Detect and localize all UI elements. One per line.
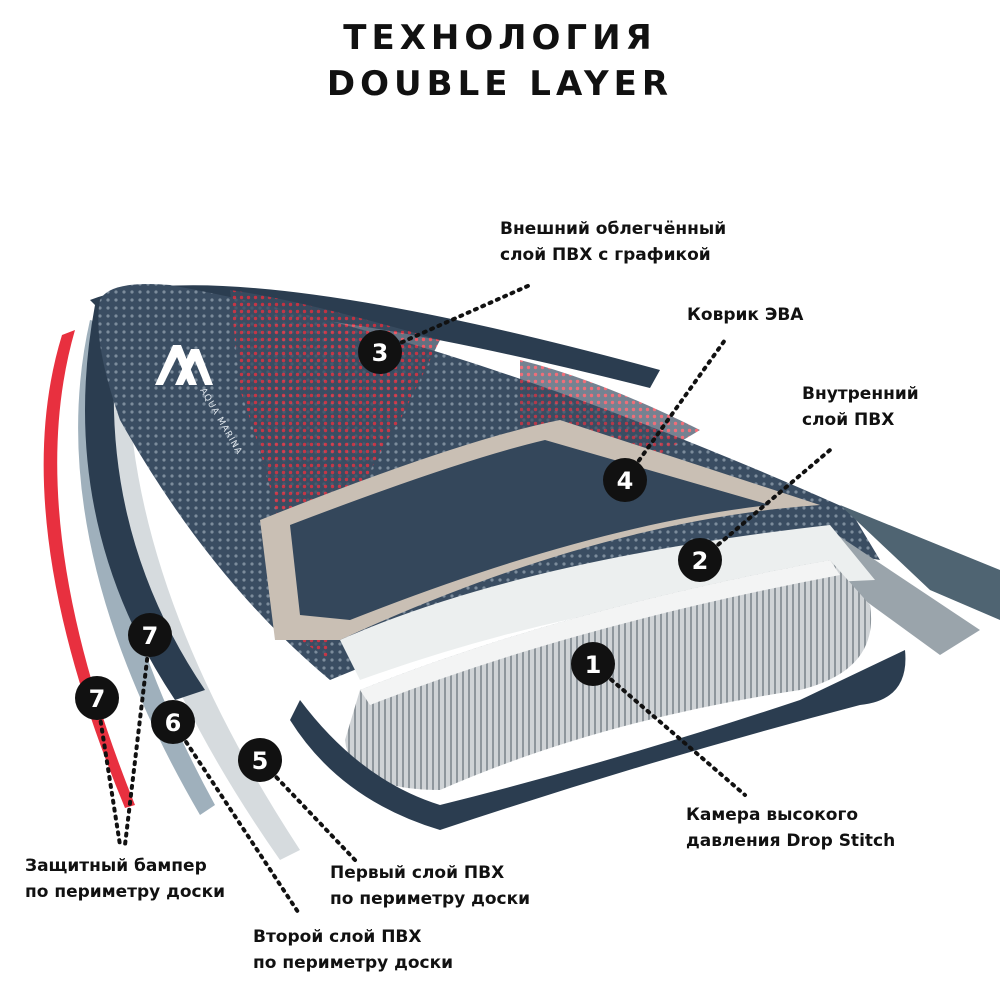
red-graphic-band bbox=[230, 290, 440, 660]
svg-text:6: 6 bbox=[165, 709, 182, 737]
outer-layer-right bbox=[840, 505, 1000, 620]
svg-text:7: 7 bbox=[142, 622, 159, 650]
badge-2: 2 bbox=[678, 538, 722, 582]
leader-7a bbox=[123, 633, 152, 847]
label-layer-4: Коврик ЭВА bbox=[687, 305, 804, 325]
svg-text:3: 3 bbox=[372, 339, 389, 367]
svg-text:1: 1 bbox=[585, 651, 602, 679]
svg-text:4: 4 bbox=[617, 467, 634, 495]
svg-text:2: 2 bbox=[692, 547, 709, 575]
title-line-2: DOUBLE LAYER bbox=[326, 64, 674, 104]
badge-7a: 7 bbox=[128, 613, 172, 657]
leader-1 bbox=[591, 662, 747, 797]
drop-stitch-top bbox=[360, 560, 840, 705]
badge-6: 6 bbox=[151, 700, 195, 744]
badge-4: 4 bbox=[603, 458, 647, 502]
inner-pvc-white bbox=[340, 525, 875, 680]
badge-1: 1 bbox=[571, 642, 615, 686]
inner-pvc-right bbox=[830, 530, 980, 655]
badge-5: 5 bbox=[238, 738, 282, 782]
eva-pad-inner bbox=[290, 440, 770, 620]
leader-7b bbox=[95, 696, 122, 847]
leader-3 bbox=[378, 283, 532, 354]
leader-4 bbox=[623, 338, 727, 482]
svg-text:5: 5 bbox=[252, 747, 269, 775]
svg-text:7: 7 bbox=[89, 685, 106, 713]
leader-6 bbox=[171, 720, 302, 917]
badge-3: 3 bbox=[358, 330, 402, 374]
title-line-1: ТЕХНОЛОГИЯ bbox=[343, 18, 657, 58]
brand-logo bbox=[155, 345, 213, 385]
leader-5 bbox=[258, 758, 357, 862]
badge-7b: 7 bbox=[75, 676, 119, 720]
